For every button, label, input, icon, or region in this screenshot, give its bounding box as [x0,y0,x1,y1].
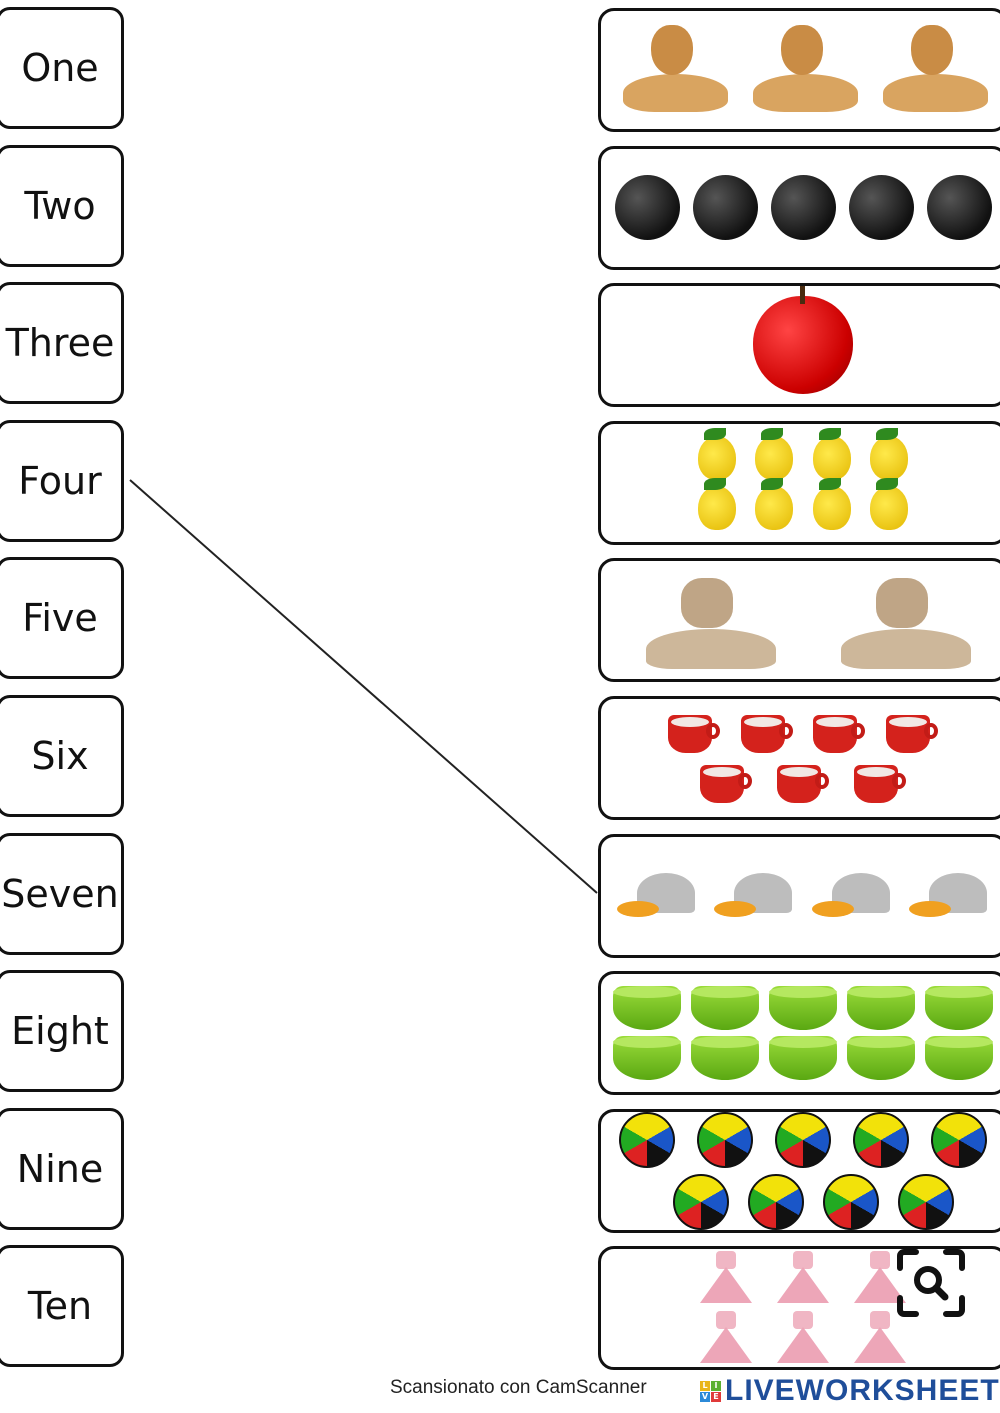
soccer-ball-image [747,1173,804,1230]
scanner-watermark: Scansionato con CamScanner [390,1377,647,1398]
soccer-ball-image [697,1111,753,1168]
bowl-image [769,1036,837,1081]
soccer-ball-image [931,1111,987,1168]
bowl-image [847,1036,915,1081]
soccer-ball-image [619,1111,675,1168]
lemon-image [755,427,794,480]
word-card-five[interactable]: Five [0,557,124,680]
dress-image [775,1311,831,1365]
cap-image [616,871,697,921]
cup-image [885,711,938,755]
bowl-image [613,1036,681,1081]
word-card-four[interactable]: Four [0,419,124,542]
dog-image [743,23,863,118]
logo-letter: E [711,1391,721,1402]
bowl-image [769,986,837,1031]
bowl-image [925,986,993,1031]
word-card-three[interactable]: Three [0,282,124,405]
bowl-image [613,986,681,1031]
picture-card-cat[interactable] [598,558,1000,683]
picture-row [688,1311,918,1365]
connector-line [129,479,598,894]
dress-image [698,1251,754,1305]
picture-row [608,568,998,673]
picture-card-black-ball[interactable] [598,145,1000,270]
dress-image [775,1251,831,1305]
picture-card-lemon[interactable] [598,420,1000,545]
logo-letter: I [711,1380,721,1391]
apple-image [753,286,853,395]
cat-image [831,568,971,673]
zoom-search-icon[interactable] [896,1248,966,1318]
picture-row [688,477,918,530]
picture-card-cup[interactable] [598,696,1000,820]
cup-image [740,711,793,755]
cap-image [714,871,794,921]
picture-card-apple[interactable] [598,283,1000,408]
dress-image [698,1311,754,1365]
picture-row [608,871,998,921]
bowl-image [691,1036,759,1081]
word-card-seven[interactable]: Seven [0,832,124,955]
picture-card-dog[interactable] [598,8,1000,132]
soccer-ball-image [672,1173,729,1230]
dog-image [613,23,733,118]
picture-row [608,175,998,241]
black-ball-image [692,175,758,241]
cup-image [668,711,721,755]
cup-image [813,711,866,755]
lemon-image [697,427,736,480]
cup-image [700,761,753,805]
picture-card-cap[interactable] [598,833,1000,958]
word-card-six[interactable]: Six [0,695,124,817]
word-card-nine[interactable]: Nine [0,1107,124,1230]
picture-row [658,711,948,755]
soccer-ball-image [822,1173,879,1230]
word-card-one[interactable]: One [0,7,124,129]
picture-row [608,23,998,118]
word-card-eight[interactable]: Eight [0,970,124,1093]
picture-row [688,427,918,480]
lemon-image [755,477,794,530]
bowl-image [847,986,915,1031]
bowl-image [925,1036,993,1081]
soccer-ball-image [775,1111,831,1168]
picture-row [608,986,998,1031]
lemon-image [812,477,851,530]
dog-image [873,23,993,118]
black-ball-image [926,175,992,241]
word-card-ten[interactable]: Ten [0,1245,124,1368]
bowl-image [691,986,759,1031]
cup-image [776,761,829,805]
cap-image [909,871,989,921]
soccer-ball-image [897,1173,954,1230]
black-ball-image [770,175,836,241]
picture-card-bowl[interactable] [598,971,1000,1096]
black-ball-image [614,175,680,241]
lemon-image [812,427,851,480]
lemon-image [697,477,736,530]
cap-image [811,871,892,921]
lemon-image [870,477,909,530]
word-card-two[interactable]: Two [0,144,124,267]
picture-row [608,1111,998,1168]
cup-image [853,761,906,805]
dress-image [852,1311,908,1365]
logo-letter: V [700,1391,710,1402]
picture-card-soccer-ball[interactable] [598,1108,1000,1233]
lemon-image [870,427,909,480]
cat-image [636,568,776,673]
picture-row [608,1036,998,1081]
picture-row [608,286,998,395]
dress-image [852,1251,908,1305]
logo-letter: L [700,1380,710,1391]
soccer-ball-image [853,1111,909,1168]
picture-row [688,761,918,805]
liveworksheets-logo: L I V E LIVEWORKSHEETS [700,1374,1000,1408]
black-ball-image [848,175,914,241]
picture-row [688,1251,918,1305]
picture-row [663,1173,963,1230]
logo-text: LIVEWORKSHEETS [725,1374,1000,1407]
